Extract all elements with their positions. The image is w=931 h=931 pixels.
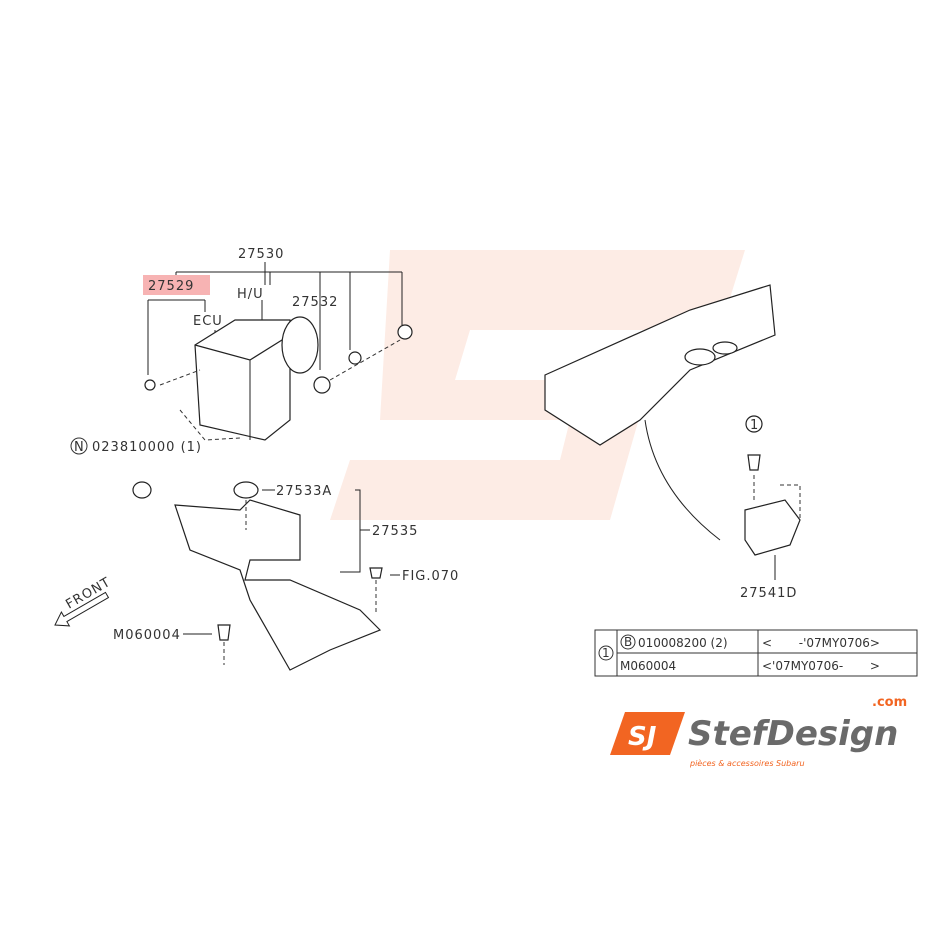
logo-brand: StefDesign	[688, 714, 898, 754]
row-part: 010008200 (2)	[638, 636, 728, 650]
logo-sj-icon	[610, 712, 685, 755]
label-fig070[interactable]: FIG.070	[402, 569, 459, 584]
ref-table: 1 B 010008200 (2) < -'07MY0706> M060004 …	[594, 629, 918, 677]
stefdesign-logo: SJ StefDesign .com pièces & accessoires …	[610, 695, 907, 768]
logo-tagline: pièces & accessoires Subaru	[689, 758, 805, 768]
row-range: <'07MY0706- >	[762, 659, 880, 673]
watermark	[330, 250, 745, 520]
bracket	[132, 481, 383, 671]
front-arrow: FRONT	[54, 575, 114, 627]
logo-sj-letters: SJ	[628, 722, 657, 752]
label-27532[interactable]: 27532	[292, 295, 338, 310]
label-27530[interactable]: 27530	[238, 247, 284, 262]
n-code-circle	[70, 437, 88, 455]
row-range: < -'07MY0706>	[762, 636, 880, 650]
highlight-box	[143, 275, 210, 295]
label-ecu[interactable]: ECU	[193, 314, 223, 329]
watermark-logo-icon	[330, 250, 745, 520]
table-marker: 1	[602, 646, 610, 660]
label-27535[interactable]: 27535	[372, 524, 418, 539]
label-hu[interactable]: H/U	[237, 287, 264, 302]
label-m060004[interactable]: M060004	[113, 628, 181, 643]
ref-marker: 1	[750, 418, 759, 433]
label-27541d[interactable]: 27541D	[740, 586, 797, 601]
label-27529[interactable]: 27529	[148, 279, 194, 294]
center-console	[544, 284, 776, 541]
row-code: B	[624, 635, 632, 649]
label-nut[interactable]: 023810000 (1)	[92, 440, 202, 455]
row-part: M060004	[620, 659, 676, 673]
logo-domain: .com	[872, 695, 907, 710]
nut-code: N	[74, 440, 85, 455]
abs-unit	[144, 316, 413, 441]
label-27533a[interactable]: 27533A	[276, 484, 332, 499]
sensor: 1	[744, 415, 801, 580]
